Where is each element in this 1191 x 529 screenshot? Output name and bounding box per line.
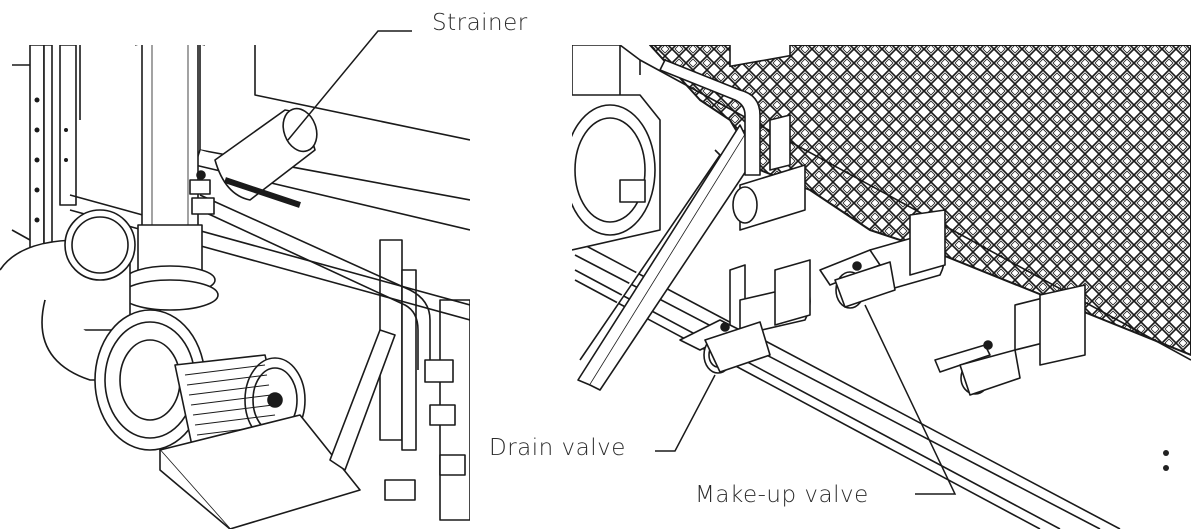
strainer-body (214, 107, 318, 208)
overflow-stub (769, 114, 791, 171)
angled-rails (69, 194, 470, 370)
right-panel-tank-drawing (572, 45, 1191, 529)
left-panel-pump-drawing (0, 45, 470, 529)
main-flange (572, 45, 661, 251)
pump-base (159, 329, 396, 529)
lower-valves (384, 359, 466, 501)
makeup-valve-label: Make-up valve (695, 482, 869, 508)
makeup-valve-leader (864, 304, 957, 495)
support-strut (577, 124, 761, 391)
vertical-ellipsis-icon[interactable] (1163, 450, 1169, 472)
drain-valve-part (679, 264, 811, 374)
pump-volute (94, 309, 206, 451)
makeup-valve-part (774, 209, 946, 326)
leader-lines (287, 30, 957, 495)
post-bolts (34, 97, 68, 253)
vent-pipe (659, 45, 806, 231)
strainer-label: Strainer (432, 10, 528, 36)
right-valve-part (934, 284, 1086, 396)
drain-valve-label: Drain valve (489, 435, 626, 461)
drain-valve-leader (655, 374, 716, 452)
tank-rails (574, 45, 1191, 529)
frame-posts (11, 45, 470, 521)
small-valve (189, 170, 215, 215)
strainer-leader (287, 30, 412, 141)
